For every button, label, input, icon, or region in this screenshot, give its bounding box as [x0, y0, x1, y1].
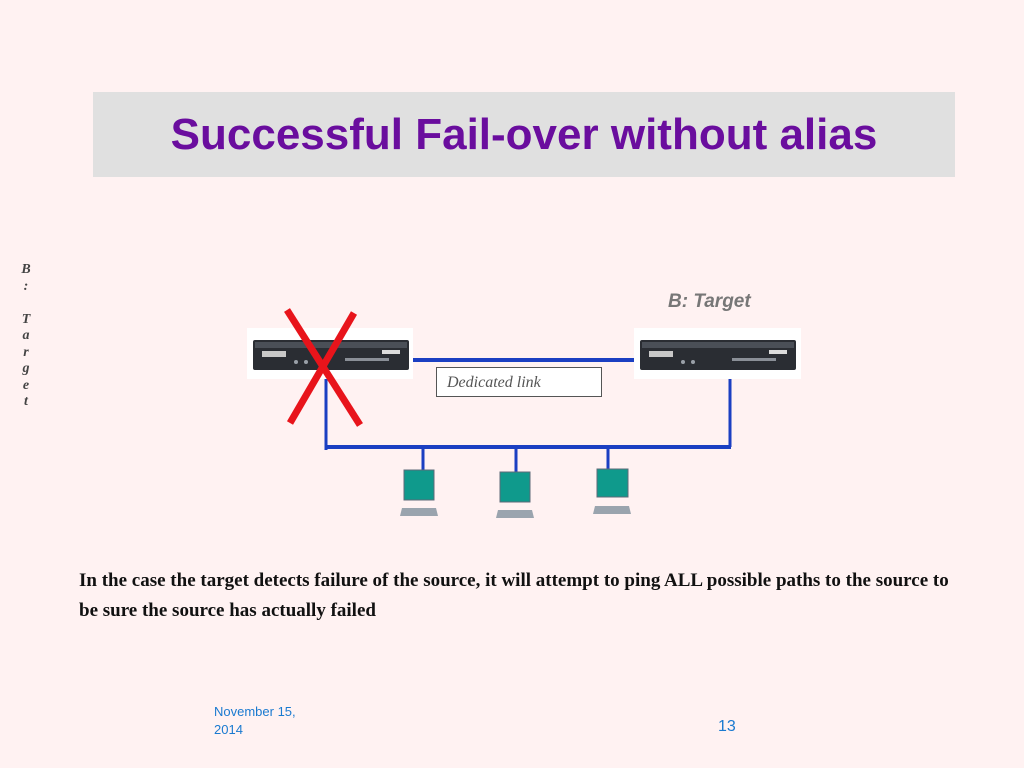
page-number: 13: [718, 718, 736, 735]
side-label: B : T a r g e t: [18, 262, 34, 411]
computer-icon: [496, 471, 534, 518]
description-text: In the case the target detects failure o…: [79, 570, 949, 621]
failure-x-icon: [284, 308, 363, 427]
side-label-char: :: [23, 278, 29, 294]
slide-title: Successful Fail-over without alias: [170, 109, 878, 159]
side-label-char: a: [22, 328, 30, 343]
side-label-char: t: [24, 394, 28, 409]
target-label: B: Target: [668, 291, 751, 312]
side-label-char: g: [22, 361, 30, 376]
side-label-char: T: [21, 311, 31, 327]
target-server-icon: [634, 328, 801, 379]
side-label-char: B: [21, 262, 31, 277]
side-label-char: e: [22, 377, 30, 393]
dedicated-link-label-box: Dedicated link: [436, 367, 602, 397]
footer-date: November 15, 2014: [214, 704, 296, 737]
dedicated-link-label: Dedicated link: [447, 374, 541, 391]
computer-icon: [593, 468, 631, 514]
computer-icon: [400, 469, 438, 516]
side-label-char: r: [23, 344, 29, 360]
title-bar: Successful Fail-over without alias: [93, 92, 955, 177]
